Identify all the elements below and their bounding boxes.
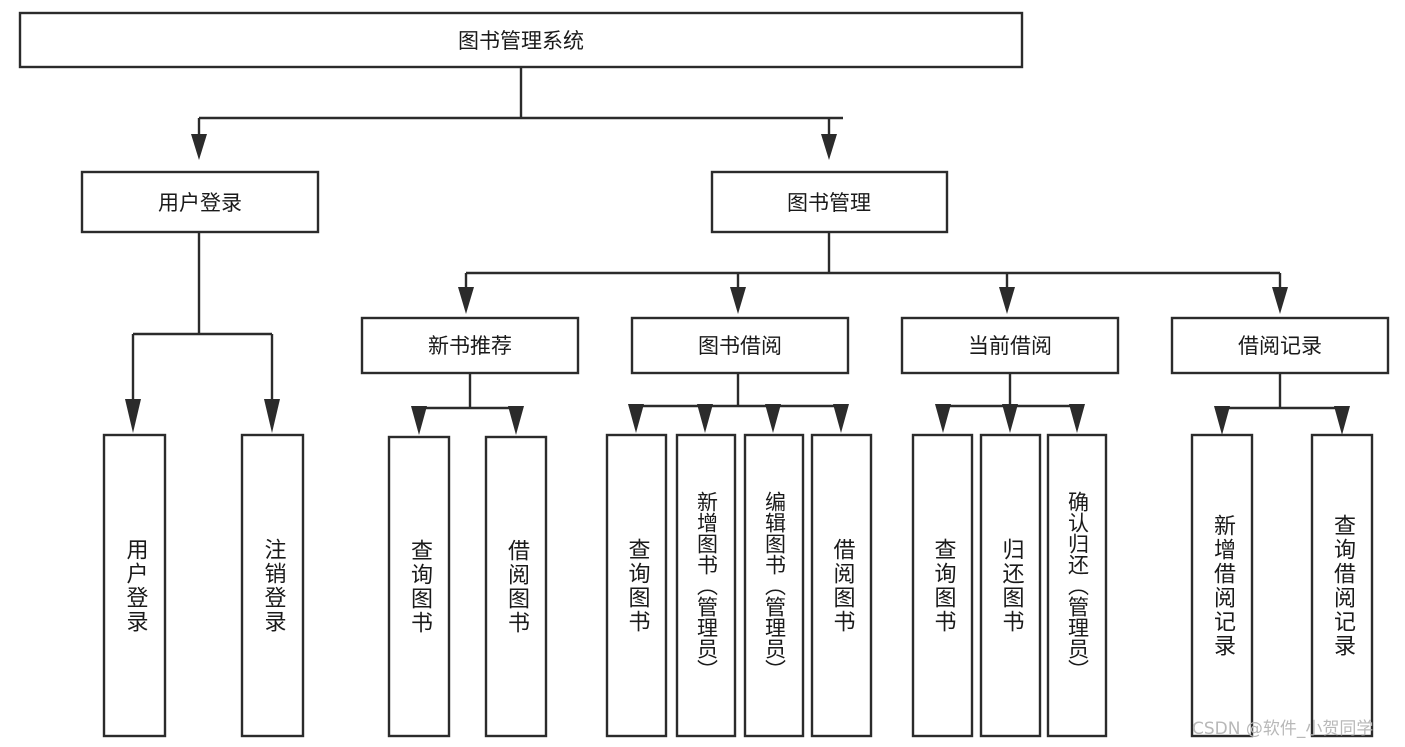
leaf-box-query-books-borrow[interactable]	[605, 433, 668, 738]
node-box-book-management[interactable]	[710, 170, 949, 234]
node-box-root[interactable]	[18, 11, 1024, 69]
connector-group-borrow-record	[1214, 373, 1350, 435]
arrow-head-borrow-books-new	[508, 406, 524, 435]
arrow-head-add-borrow-record	[1214, 406, 1230, 435]
arrow-head-book-borrow	[730, 287, 746, 314]
connector-group-book-borrow	[628, 373, 849, 433]
arrow-head-user-login	[191, 134, 207, 160]
arrow-head-add-book-admin	[697, 404, 713, 433]
leaf-box-add-borrow-record[interactable]	[1190, 433, 1254, 738]
node-label-borrow-record: 借阅记录	[1238, 334, 1322, 358]
node-label-new-book-recommend: 新书推荐	[428, 334, 512, 358]
arrow-head-leaf-logout	[264, 399, 280, 433]
arrow-head-query-borrow-record	[1334, 406, 1350, 435]
arrow-head-return-book	[1002, 404, 1018, 433]
leaf-box-borrow-books-new[interactable]	[484, 435, 548, 738]
leaf-box-borrow-book[interactable]	[810, 433, 873, 738]
leaf-box-return-book[interactable]	[979, 433, 1042, 738]
arrow-head-borrow-book	[833, 404, 849, 433]
leaf-box-query-books-current[interactable]	[911, 433, 974, 738]
arrow-head-leaf-user-login	[125, 399, 141, 433]
arrow-head-query-books-borrow	[628, 404, 644, 433]
node-label-root: 图书管理系统	[458, 29, 584, 53]
node-label-book-management: 图书管理	[787, 191, 871, 215]
leaf-box-logout-login[interactable]	[240, 433, 305, 738]
connector-group-root	[191, 67, 843, 160]
arrow-head-query-books-current	[935, 404, 951, 433]
arrow-head-new-book	[458, 287, 474, 314]
connector-group-book-mgmt	[458, 232, 1288, 314]
arrow-head-book-mgmt	[821, 134, 837, 160]
leaf-box-edit-book-admin[interactable]	[743, 433, 805, 738]
csdn-watermark: CSDN @软件_小贺同学	[1192, 719, 1374, 739]
arrow-head-query-books-new	[411, 406, 427, 435]
node-box-new-book-recommend[interactable]	[360, 316, 580, 375]
leaf-box-add-book-admin[interactable]	[675, 433, 737, 738]
arrow-head-current-borrow	[999, 287, 1015, 314]
leaf-box-query-borrow-record[interactable]	[1310, 433, 1374, 738]
arrow-head-edit-book-admin	[765, 404, 781, 433]
arrow-head-confirm-return	[1069, 404, 1085, 433]
connector-group-current-borrow	[935, 373, 1085, 433]
node-box-user-login[interactable]	[80, 170, 320, 234]
leaf-box-user-login[interactable]	[102, 433, 167, 738]
node-label-user-login: 用户登录	[158, 191, 242, 215]
node-box-current-borrow[interactable]	[900, 316, 1120, 375]
connector-group-new-book	[411, 373, 524, 435]
connector-group-user-login	[125, 232, 280, 433]
node-label-book-borrow: 图书借阅	[698, 334, 782, 358]
leaf-box-query-books-new[interactable]	[387, 435, 451, 738]
leaf-box-confirm-return-admin[interactable]	[1046, 433, 1108, 738]
node-label-current-borrow: 当前借阅	[968, 334, 1052, 358]
arrow-head-borrow-record	[1272, 287, 1288, 314]
node-box-book-borrow[interactable]	[630, 316, 850, 375]
node-box-borrow-record[interactable]	[1170, 316, 1390, 375]
